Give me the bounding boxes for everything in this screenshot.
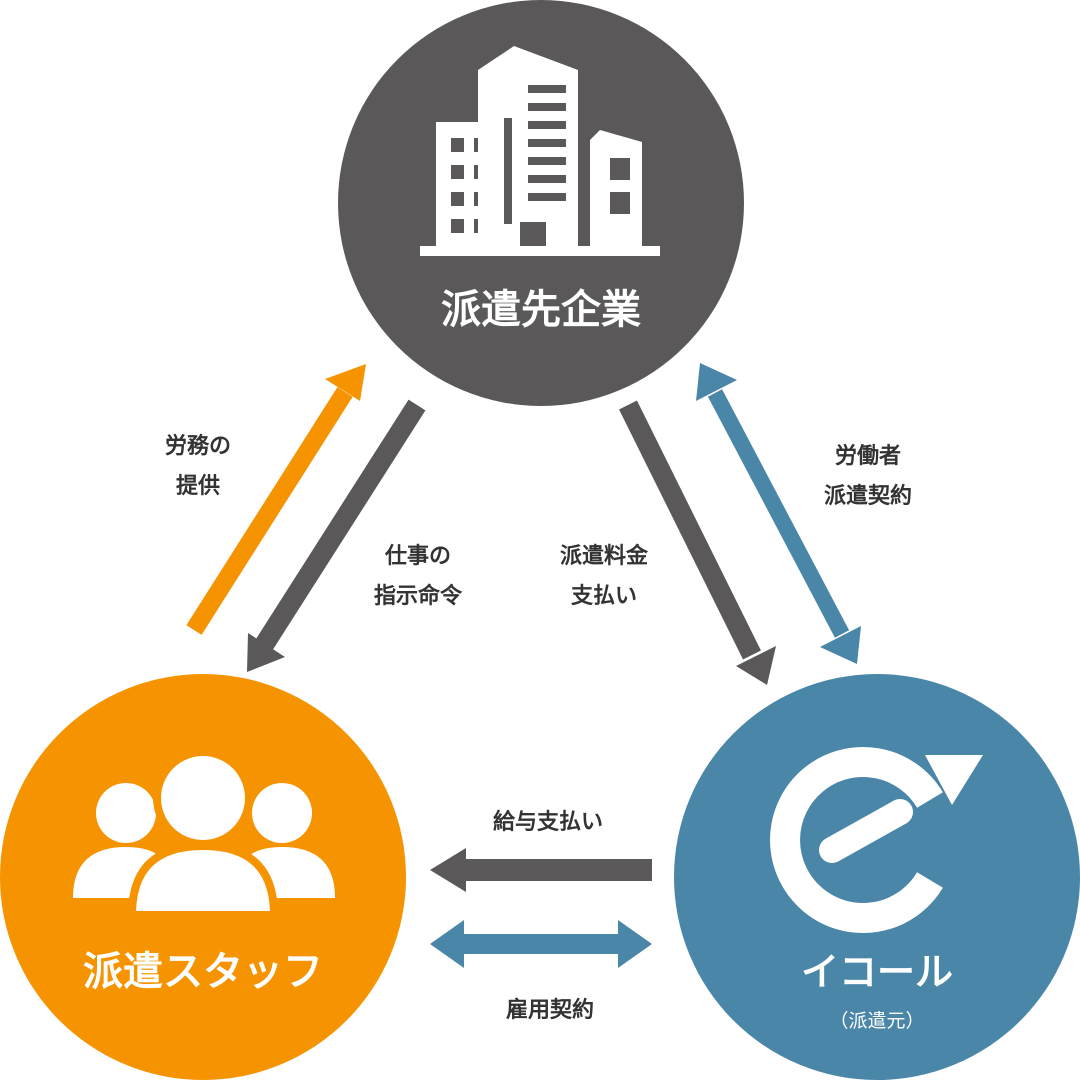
salary-payment-arrow [430, 848, 652, 892]
labor-provision-label: 労務の 提供 [165, 433, 231, 499]
worker-dispatch-contract-label-line1: 労働者 [835, 443, 901, 469]
worker-dispatch-contract-label: 労働者 派遣契約 [824, 443, 912, 509]
salary-payment-label: 給与支払い [493, 809, 603, 835]
work-instruction-label: 仕事の 指示命令 [374, 543, 463, 609]
equal-node-title: イコール [801, 950, 953, 994]
dispatch-fee-arrow [619, 400, 776, 685]
worker-dispatch-contract-arrow [696, 363, 861, 664]
labor-provision-label-line2: 提供 [176, 473, 220, 499]
equal-node: イコール （派遣元） [674, 674, 1080, 1080]
dispatch-fee-label-line1: 派遣料金 [560, 543, 649, 569]
dispatch-fee-label: 派遣料金 支払い [560, 543, 649, 609]
staff-node: 派遣スタッフ [0, 674, 406, 1080]
work-instruction-label-line1: 仕事の [384, 543, 451, 569]
employment-contract-arrow [430, 920, 652, 968]
labor-provision-arrow [186, 364, 366, 635]
equal-logo-icon [770, 747, 983, 933]
equal-node-circle [674, 674, 1080, 1080]
work-instruction-label-line2: 指示命令 [374, 583, 463, 609]
labor-provision-label-line1: 労務の [165, 433, 231, 459]
people-icon [73, 748, 335, 919]
building-icon [420, 46, 660, 256]
work-instruction-arrow [247, 399, 426, 672]
dispatch-fee-label-line2: 支払い [571, 584, 637, 609]
employment-contract-label: 雇用契約 [506, 997, 594, 1023]
equal-node-subtitle: （派遣元） [829, 1010, 924, 1032]
worker-dispatch-contract-label-line2: 派遣契約 [824, 483, 912, 509]
staff-node-title: 派遣スタッフ [83, 949, 323, 995]
client-node-title: 派遣先企業 [441, 287, 641, 333]
client-node: 派遣先企業 [338, 0, 744, 406]
